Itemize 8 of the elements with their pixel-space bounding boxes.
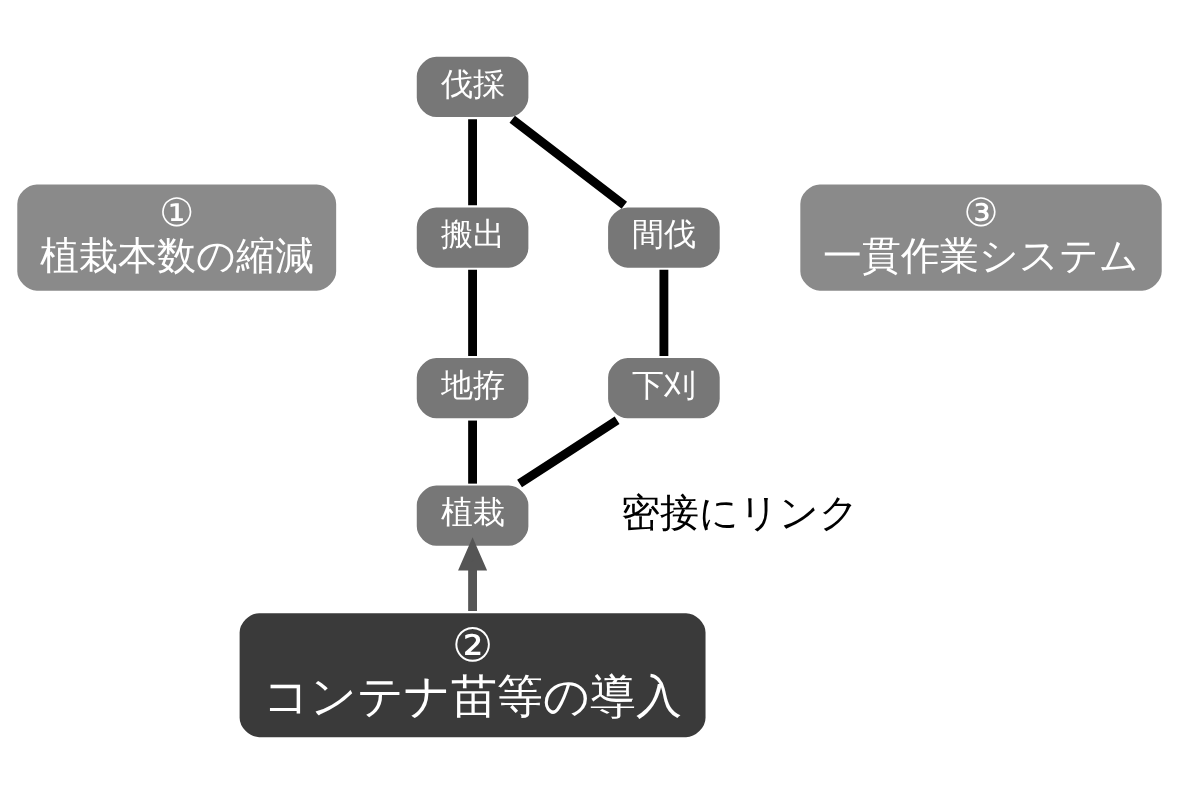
label: 密接にリンク [621, 489, 860, 535]
connector [468, 269, 477, 356]
arrow [458, 537, 488, 611]
connector [517, 416, 620, 488]
connector [468, 119, 477, 206]
connector [509, 115, 627, 209]
connector [659, 269, 669, 356]
connector [468, 420, 477, 484]
